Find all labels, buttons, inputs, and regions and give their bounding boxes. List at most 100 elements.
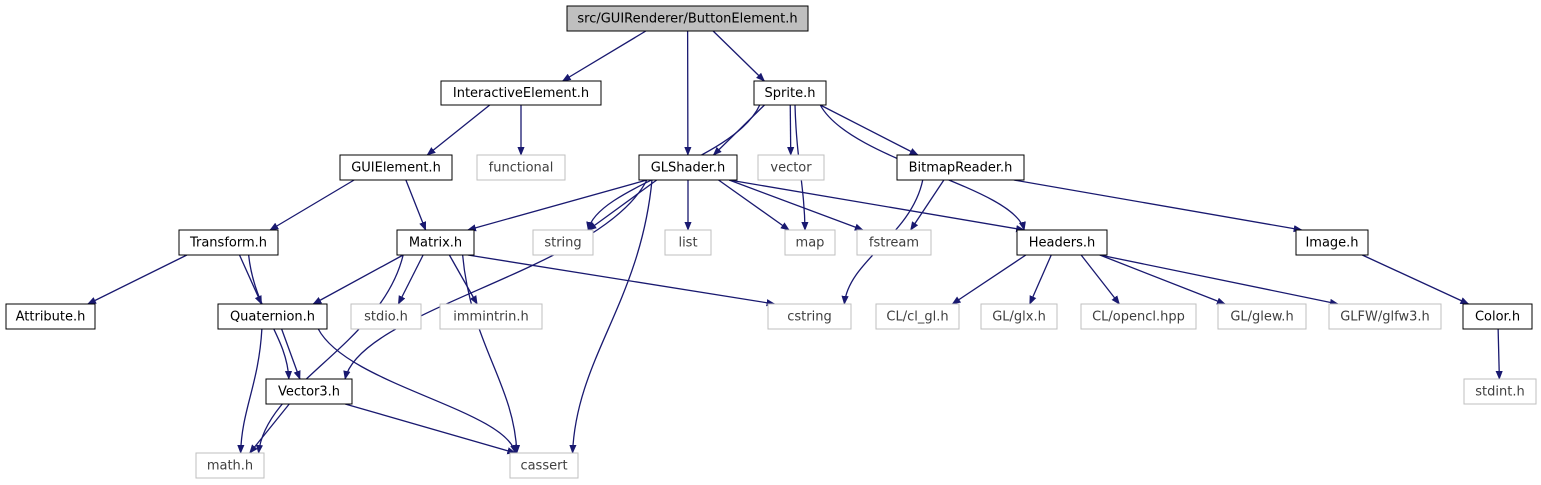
edge-glshader-to-fstream [728,179,864,231]
node-quaternion[interactable]: Quaternion.h [217,303,328,330]
edge-sprite-to-glshader [712,104,765,156]
edge-bitmapreader-to-image [1013,179,1303,233]
node-color-box [1462,303,1533,330]
node-transform-box [178,229,279,256]
edge-color-to-stdint [1495,328,1503,380]
node-fstream-box [856,229,932,256]
node-image-box [1295,229,1369,256]
node-glglx: GL/glx.h [980,303,1058,330]
node-vector-box [757,154,825,181]
node-glshader-box [638,154,738,181]
node-headers[interactable]: Headers.h [1016,229,1108,256]
node-glshader[interactable]: GLShader.h [638,154,738,181]
node-stdio-box [350,303,422,330]
node-attribute-box [5,303,96,330]
edge-headers-to-clgl [951,254,1027,305]
node-sprite-label: Sprite.h [765,86,816,101]
node-vector-label: vector [770,161,812,176]
node-cassert: cassert [509,452,579,479]
file-nodes: src/GUIRenderer/ButtonElement.hInteracti… [5,5,1537,479]
node-glfw-box [1328,303,1442,330]
edge-glshader-to-map [718,179,790,231]
node-fstream-label: fstream [869,236,919,251]
node-glglew-label: GL/glew.h [1230,310,1293,325]
edge-transform-to-quaternion [238,254,263,305]
node-map-label: map [796,236,825,251]
node-color[interactable]: Color.h [1462,303,1533,330]
node-stdio: stdio.h [350,303,422,330]
node-clopencl-label: CL/opencl.hpp [1092,310,1185,325]
edge-matrix-to-stdio [397,254,424,305]
node-matrix-box [396,229,475,256]
node-matrix-label: Matrix.h [409,236,462,251]
edge-quaternion-to-math [237,328,263,454]
node-transform-label: Transform.h [189,236,267,251]
node-immintrin-label: immintrin.h [453,310,528,325]
node-clgl-label: CL/cl_gl.h [886,310,948,325]
edge-glshader-to-string [587,179,658,231]
node-string-label: string [544,236,581,251]
node-headers-label: Headers.h [1029,236,1095,251]
node-cassert-box [509,452,579,479]
edge-matrix-to-cstring [467,254,776,307]
node-list-box [664,229,712,256]
node-stdint: stdint.h [1463,378,1537,405]
edge-bitmapreader-to-fstream [910,179,945,231]
edge-image-to-color [1361,254,1470,305]
node-glfw-label: GLFW/glfw3.h [1340,310,1430,325]
node-guielement[interactable]: GUIElement.h [339,154,453,181]
node-glfw: GLFW/glfw3.h [1328,303,1442,330]
node-bitmapreader-label: BitmapReader.h [909,161,1013,176]
node-vector: vector [757,154,825,181]
node-glglx-box [980,303,1058,330]
node-map-box [784,229,836,256]
node-interactive-label: InteractiveElement.h [453,86,589,101]
node-root-label: src/GUIRenderer/ButtonElement.h [577,12,797,27]
node-sprite-box [753,80,827,106]
edge-sprite-to-bitmapreader [819,104,919,156]
edge-transform-to-attribute [87,254,188,305]
node-cstring-label: cstring [787,310,831,325]
node-matrix[interactable]: Matrix.h [396,229,475,256]
node-clgl: CL/cl_gl.h [875,303,960,330]
node-cstring: cstring [767,303,852,330]
node-root[interactable]: src/GUIRenderer/ButtonElement.h [566,5,809,32]
node-color-label: Color.h [1475,310,1520,325]
node-glshader-label: GLShader.h [651,161,726,176]
node-guielement-box [339,154,453,181]
node-sprite[interactable]: Sprite.h [753,80,827,106]
node-functional-label: functional [489,161,554,176]
node-root-box [566,5,809,32]
node-glglew-box [1217,303,1307,330]
node-map: map [784,229,836,256]
edge-matrix-to-cassert [461,254,521,454]
node-transform[interactable]: Transform.h [178,229,279,256]
node-vector3[interactable]: Vector3.h [265,378,353,405]
node-math-label: math.h [207,459,253,474]
node-stdio-label: stdio.h [364,310,408,325]
edge-glshader-to-matrix [466,179,648,232]
node-glglew: GL/glew.h [1217,303,1307,330]
node-attribute-label: Attribute.h [16,310,86,325]
node-string: string [532,229,594,256]
edge-matrix-to-math [255,254,404,454]
node-attribute[interactable]: Attribute.h [5,303,96,330]
node-interactive[interactable]: InteractiveElement.h [440,80,602,106]
node-quaternion-label: Quaternion.h [230,310,315,325]
edge-interactive-to-guielement [426,104,491,156]
node-image[interactable]: Image.h [1295,229,1369,256]
edge-glshader-to-vector3 [343,179,648,380]
node-cstring-box [767,303,852,330]
node-list: list [664,229,712,256]
node-list-label: list [678,236,697,251]
node-guielement-label: GUIElement.h [351,161,441,176]
edge-quaternion-to-cassert [317,328,518,454]
edge-headers-to-clopencl [1080,254,1120,305]
node-stdint-label: stdint.h [1475,385,1524,400]
node-clgl-box [875,303,960,330]
node-vector3-box [265,378,353,405]
edge-glshader-to-headers [729,179,1026,233]
node-bitmapreader[interactable]: BitmapReader.h [896,154,1025,181]
node-functional-box [476,154,566,181]
